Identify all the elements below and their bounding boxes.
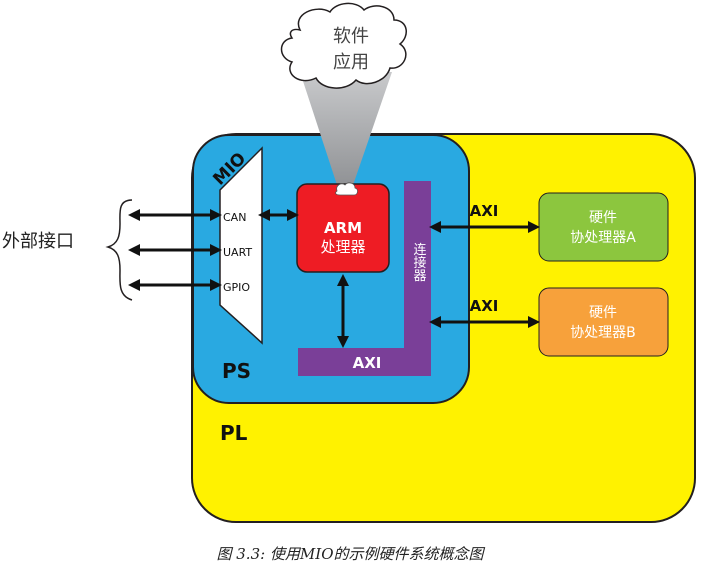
interconnect-bar [404, 181, 431, 376]
figure-caption: 图 3.3: 使用MIO的示例硬件系统概念图 [216, 545, 485, 563]
coprocessor-b-line2: 协处理器B [570, 325, 636, 341]
arm-label: ARM [324, 219, 362, 237]
cloud-beam [300, 72, 392, 188]
interconnect-label: 连接器 [411, 242, 427, 283]
coprocessor-a-line1: 硬件 [589, 210, 617, 226]
cloud-text-2: 应用 [333, 52, 369, 73]
coprocessor-b [538, 287, 669, 357]
cloud-text-1: 软件 [333, 26, 369, 47]
arm-sublabel: 处理器 [320, 238, 365, 256]
mio-port-can: CAN [223, 211, 246, 224]
arm-mini-cloud [335, 182, 358, 196]
axi-bus-label: AXI [353, 354, 382, 372]
coprocessor-a-line2: 协处理器A [570, 230, 636, 246]
axi-bus-bar [298, 348, 431, 376]
external-interface-label: 外部接口 [2, 231, 74, 252]
axi-link-b-label: AXI [470, 297, 499, 315]
ps-label: PS [222, 359, 251, 383]
external-brace [105, 199, 133, 301]
axi-link-a-label: AXI [470, 202, 499, 220]
mio-port-uart: UART [223, 246, 252, 259]
coprocessor-a [538, 192, 669, 262]
pl-label: PL [220, 421, 248, 445]
mio-block [219, 146, 263, 345]
mio-port-gpio: GPIO [223, 281, 250, 294]
cloud-shape [280, 2, 407, 89]
coprocessor-b-line1: 硬件 [589, 305, 617, 321]
